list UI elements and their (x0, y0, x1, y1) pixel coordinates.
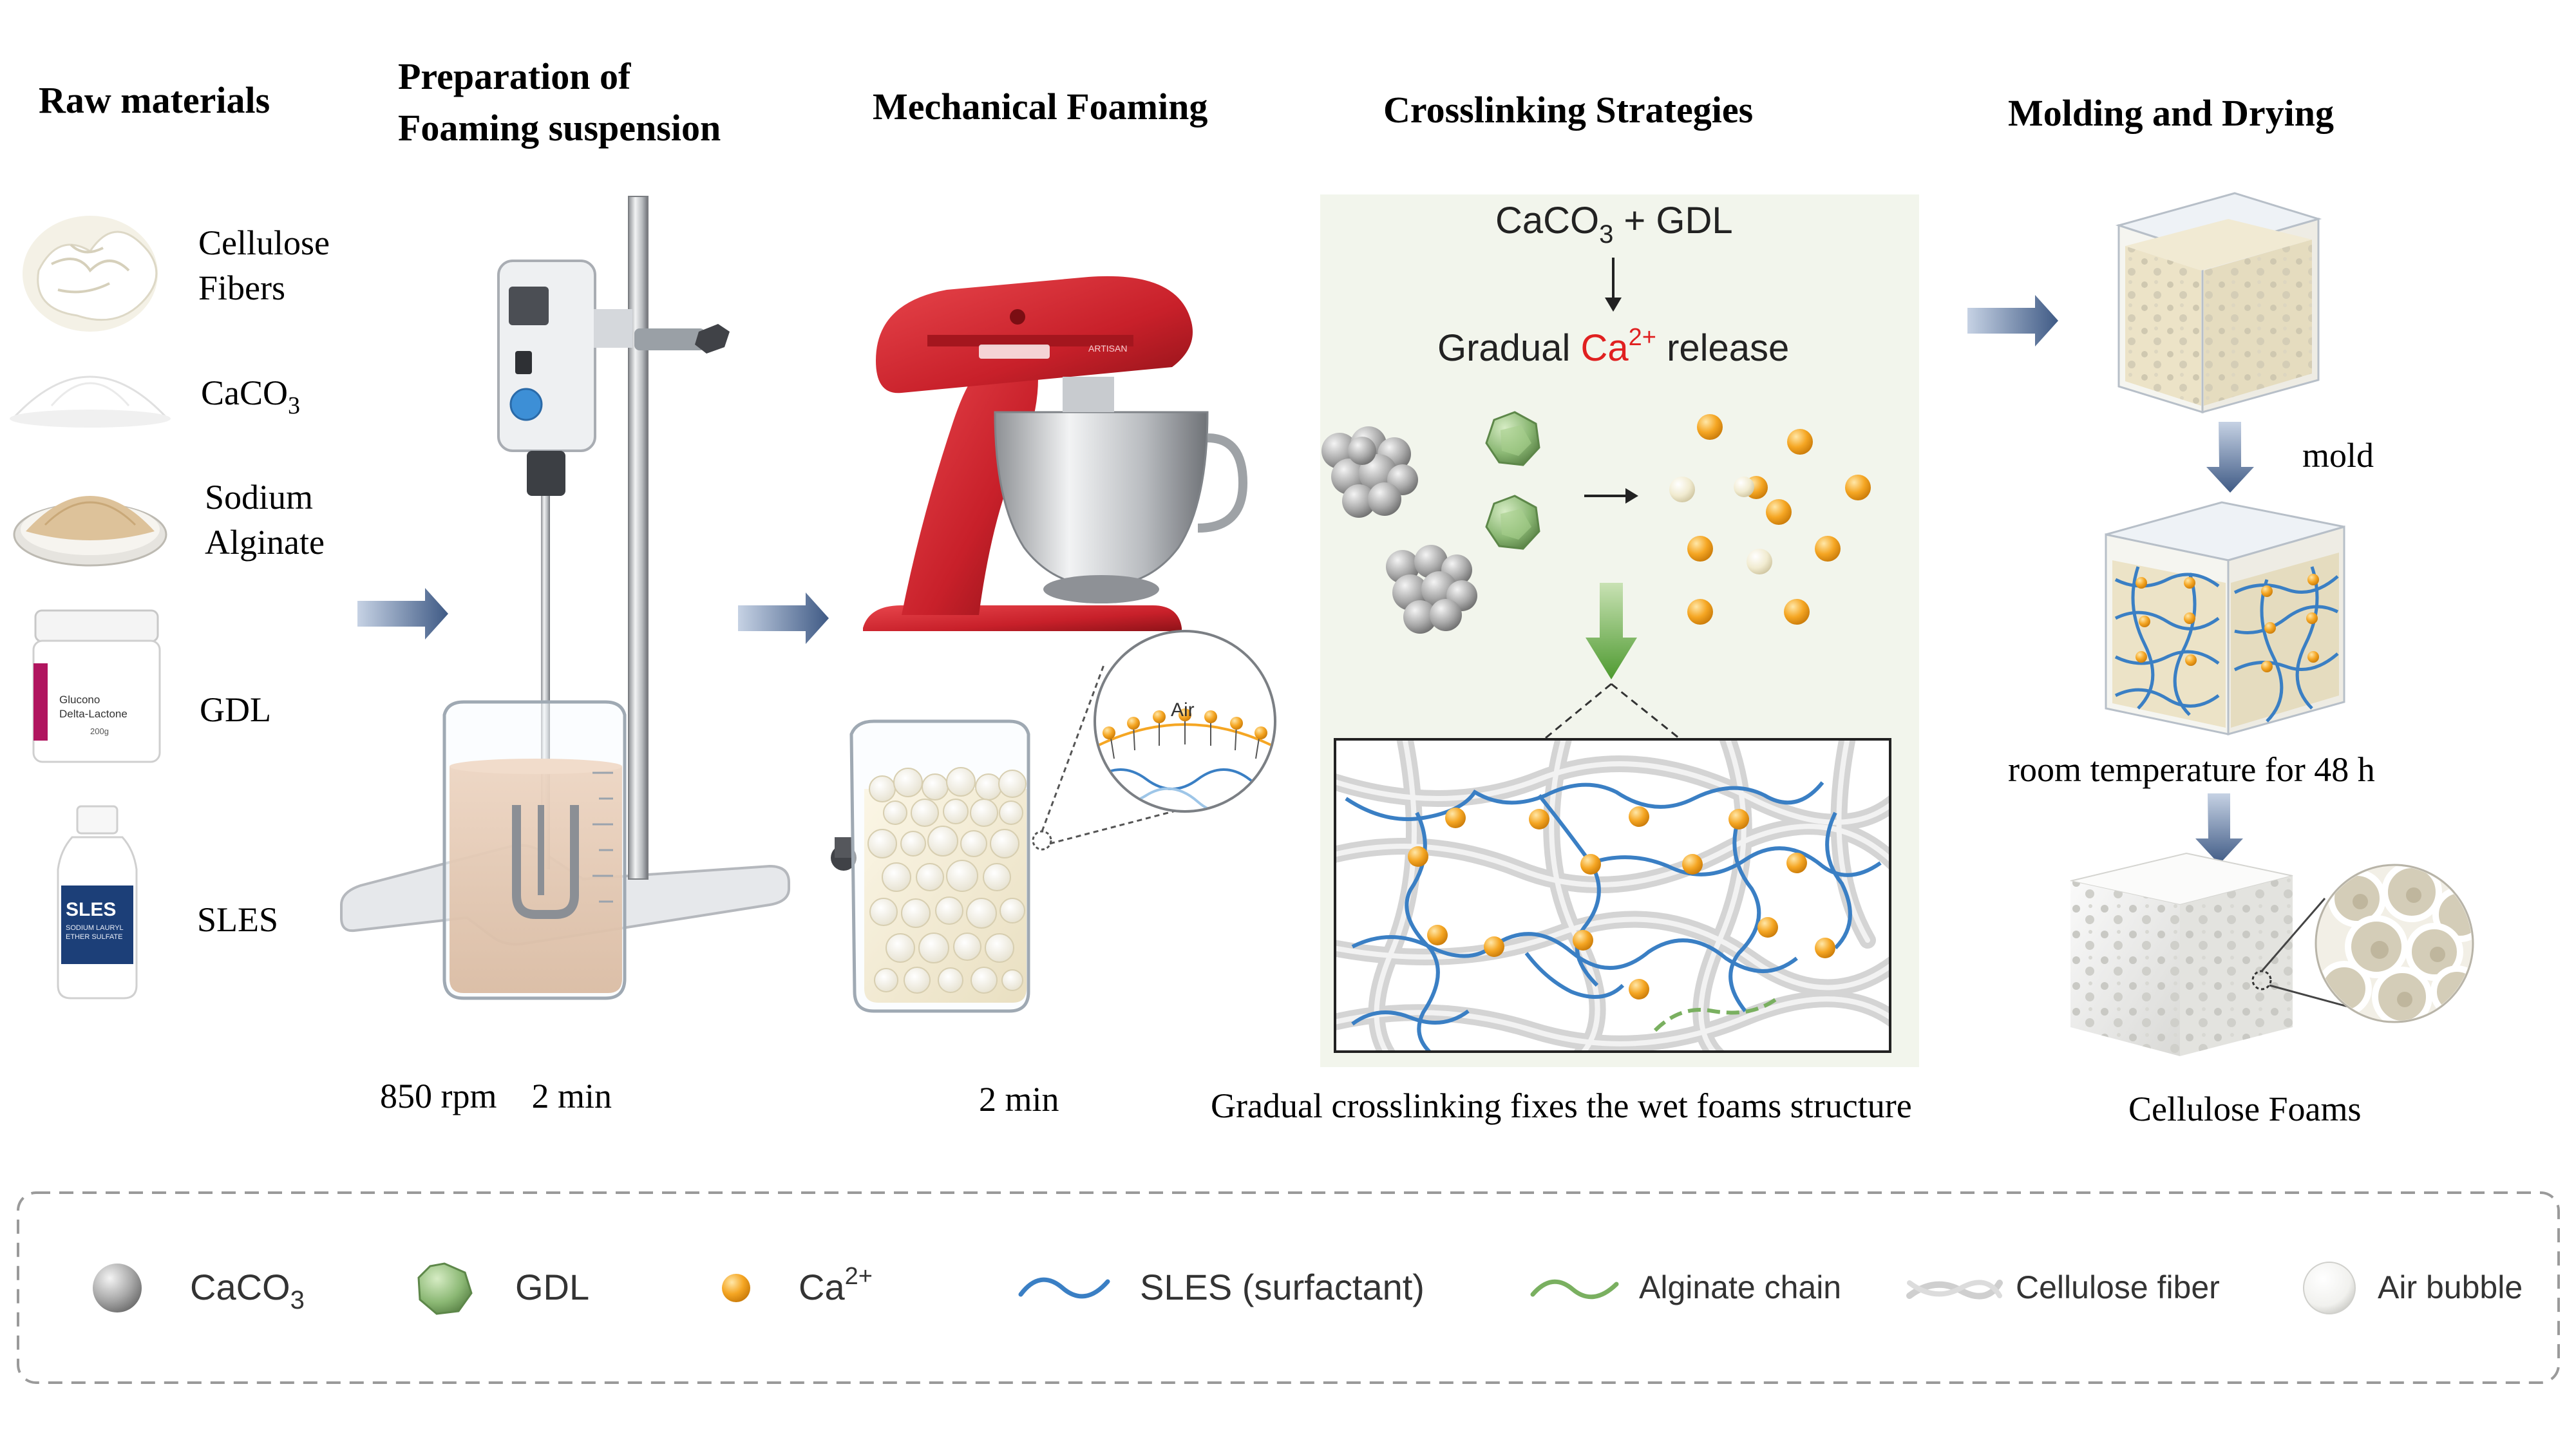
caco3-powder-image (10, 375, 171, 428)
heading-molding-drying: Molding and Drying (2008, 92, 2334, 134)
arrow-crosslink-to-molding (1967, 295, 2058, 346)
overhead-stirrer-image (340, 196, 857, 1000)
flow-arrows (357, 295, 2058, 644)
legend-caco3: CaCO3 (93, 1264, 305, 1314)
legend-cellulose: Cellulose fiber (1906, 1269, 2220, 1305)
sles-label: SLES (197, 900, 278, 939)
foam-beaker-image (849, 663, 1198, 1013)
arrow-mold-down (2206, 422, 2254, 493)
caco3-cluster-top (1321, 426, 1418, 518)
gdl-jar-image: Glucono Delta-Lactone 200g (32, 609, 161, 763)
arrow-prep-to-foam (738, 592, 829, 644)
caco3-label: CaCO3 (201, 374, 300, 419)
raw-materials-column: Cellulose Fibers CaCO3 Sodium Alginate G… (10, 216, 330, 999)
legend-alginate: Alginate chain (1530, 1269, 1841, 1305)
gdl-jar-weight: 200g (90, 726, 109, 736)
crosslinking-caption: Gradual crosslinking fixes the wet foams… (1211, 1086, 1912, 1125)
legend-gdl-label: GDL (515, 1267, 589, 1307)
gdl-gem-2 (1485, 495, 1540, 550)
sles-bottle-sub2: ETHER SULFATE (66, 933, 122, 941)
cellulose-foam-cube (2070, 852, 2377, 1056)
arrow-drying-down (2195, 793, 2243, 864)
cellulose-label-line1: Cellulose (198, 223, 330, 262)
foam-pore-zoom-inset (2315, 864, 2474, 1023)
gdl-jar-label-line2: Delta-Lactone (59, 708, 128, 720)
sles-bottle-sub1: SODIUM LAURYL (66, 924, 124, 932)
prep-caption: 850 rpm 2 min (380, 1077, 612, 1115)
caco3-cluster-bottom (1386, 545, 1477, 634)
legend-box: CaCO3 GDL Ca2+ SLES (surfactant) Alginat… (17, 1191, 2560, 1384)
legend-gdl: GDL (417, 1262, 589, 1315)
heading-crosslinking-strategies: Crosslinking Strategies (1383, 89, 1753, 131)
drying-step-label: room temperature for 48 h (2008, 750, 2375, 789)
sodium-label-line1: Sodium (205, 478, 313, 516)
mold-step-label: mold (2302, 436, 2374, 475)
legend-air-label: Air bubble (2378, 1269, 2523, 1305)
heading-preparation-line1: Preparation of (398, 55, 631, 97)
released-ca-ions (1669, 414, 1871, 625)
stage-headings: Raw materials Preparation of Foaming sus… (39, 55, 2334, 149)
reaction-equation: CaCO3+ GDL (1495, 200, 1733, 249)
sodium-alginate-image (13, 496, 167, 567)
cellulose-fibers-image (23, 216, 158, 332)
cellulose-label-line2: Fibers (198, 269, 285, 307)
legend-ca: Ca2+ (722, 1263, 873, 1307)
mold-cube-top (2115, 192, 2322, 414)
crosslinking-panel: CaCO3+ GDL Gradual Ca2+ release (1320, 194, 1919, 1067)
gdl-jar-label-line1: Glucono (59, 694, 100, 706)
mixer-brand: ARTISAN (1088, 343, 1127, 354)
air-label: Air (1171, 699, 1195, 721)
crosslinked-network-box (1334, 738, 1891, 1053)
sodium-label-line2: Alginate (205, 523, 325, 562)
legend-ca-label: Ca2+ (799, 1263, 873, 1307)
mold-cube-network (2105, 501, 2345, 735)
air-bubble-zoom-inset: Air (1094, 630, 1276, 813)
heading-mechanical-foaming: Mechanical Foaming (873, 86, 1208, 128)
arrow-raw-to-prep (357, 588, 448, 639)
heading-preparation-line2: Foaming suspension (398, 107, 721, 149)
cellulose-foams-label: Cellulose Foams (2128, 1090, 2362, 1128)
legend-caco3-label: CaCO3 (190, 1267, 305, 1314)
heading-raw-materials: Raw materials (39, 79, 270, 121)
sles-bottle-image: SLES SODIUM LAURYL ETHER SULFATE (57, 805, 138, 999)
foam-caption: 2 min (979, 1080, 1059, 1119)
legend-air-bubble: Air bubble (2303, 1262, 2523, 1314)
kitchen-mixer-image: ARTISAN (863, 276, 1248, 631)
green-down-arrow (1586, 583, 1637, 679)
legend-sles-label: SLES (surfactant) (1140, 1267, 1425, 1307)
sles-bottle-label: SLES (66, 899, 116, 920)
legend-sles: SLES (surfactant) (1018, 1267, 1425, 1307)
gdl-label: GDL (200, 690, 271, 729)
legend-alginate-label: Alginate chain (1639, 1269, 1841, 1305)
legend-cellulose-label: Cellulose fiber (2016, 1269, 2220, 1305)
gdl-gem-1 (1485, 411, 1540, 466)
release-text: Gradual Ca2+ release (1437, 324, 1789, 369)
